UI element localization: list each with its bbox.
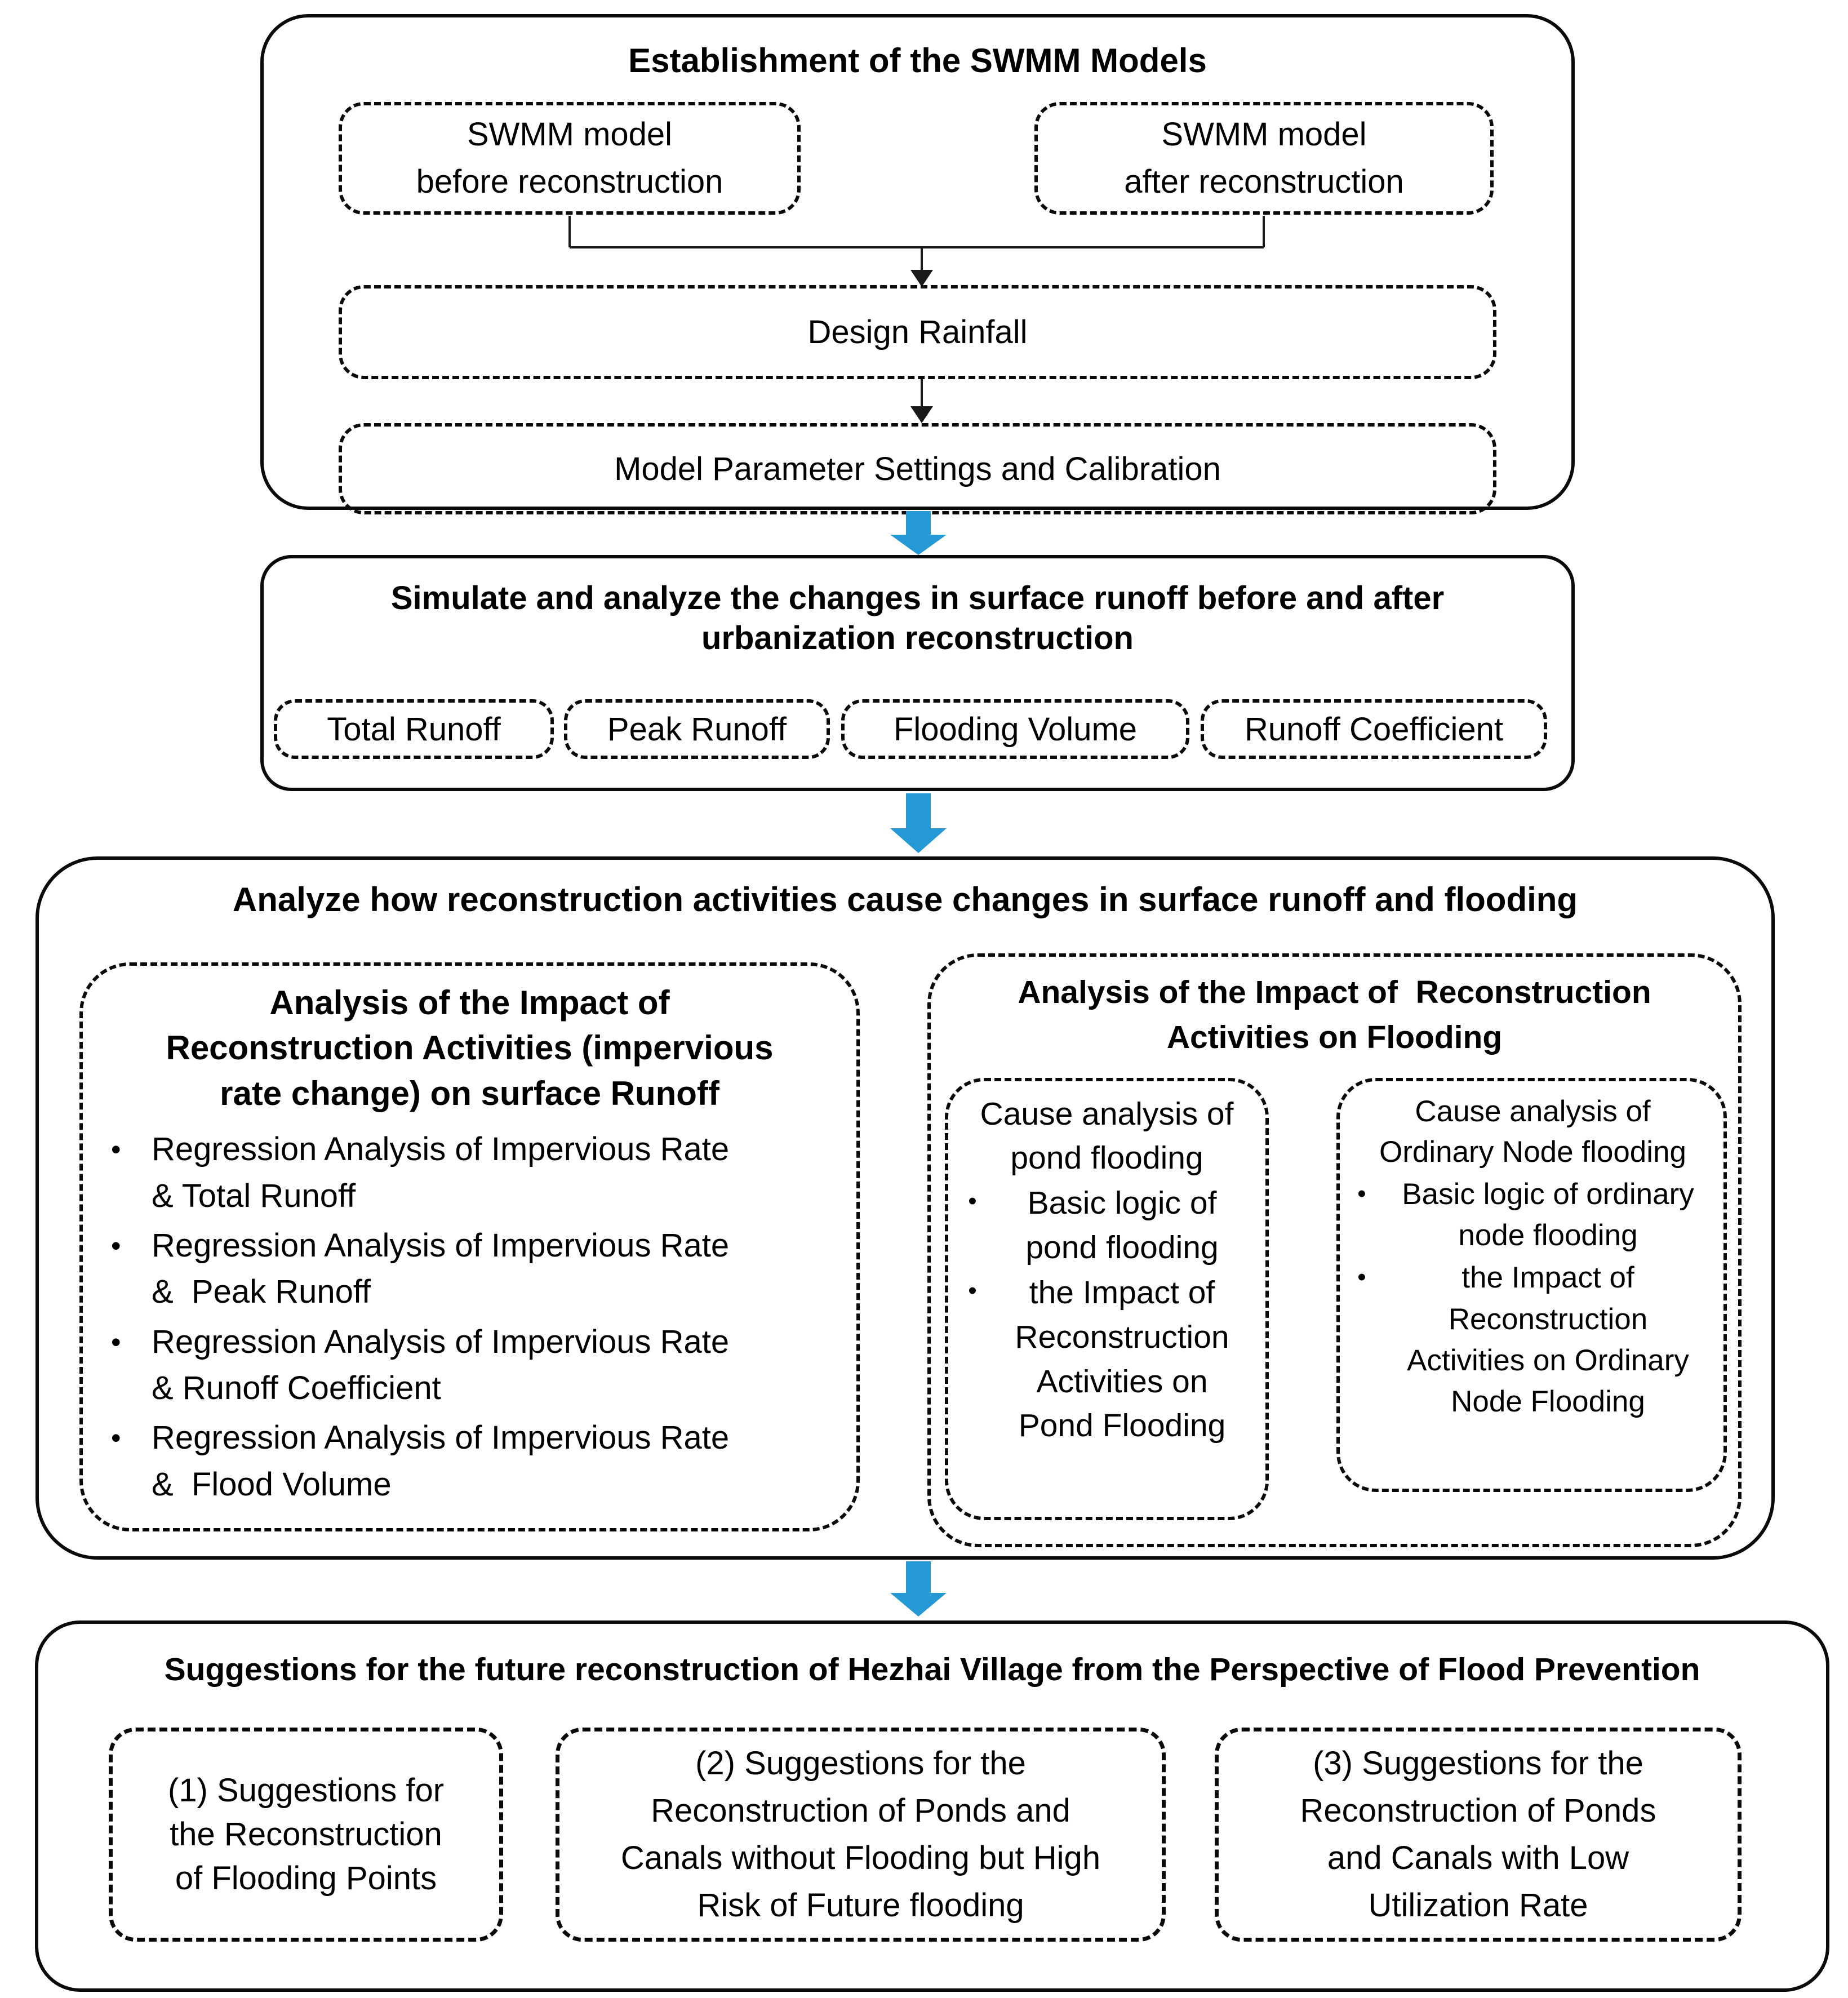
arrow-head — [890, 828, 947, 853]
box-runoff-coefficient: Runoff Coefficient — [1201, 699, 1547, 759]
arrowhead-to-params-icon — [910, 406, 933, 423]
arrow-stem — [906, 511, 931, 535]
box-suggestion-3: (3) Suggestions for the Reconstruction o… — [1215, 1728, 1742, 1942]
section-suggestions: Suggestions for the future reconstructio… — [35, 1620, 1829, 1992]
box-suggestion-2: (2) Suggestions for the Reconstruction o… — [556, 1728, 1166, 1942]
list-item: • Basic logic of pond flooding — [956, 1181, 1258, 1269]
box-impact-on-flooding-title: Analysis of the Impact of Reconstruction… — [1018, 974, 1651, 1055]
box-runoff-coefficient-label: Runoff Coefficient — [1245, 711, 1503, 748]
section-swmm-establishment: Establishment of the SWMM Models SWMM mo… — [260, 14, 1575, 514]
box-swmm-before: SWMM model before reconstruction — [339, 102, 801, 215]
list-item-text: Basic logic of pond flooding — [1025, 1185, 1219, 1266]
box-swmm-after: SWMM model after reconstruction — [1034, 102, 1494, 215]
flow-down-arrow-2-icon — [890, 793, 947, 853]
arrow-head — [890, 1593, 947, 1617]
box-design-rainfall: Design Rainfall — [339, 285, 1496, 379]
box-pond-flooding-title: Cause analysis of pond flooding — [980, 1096, 1234, 1176]
list-item: • Regression Analysis of Impervious Rate… — [111, 1126, 845, 1219]
box-design-rainfall-label: Design Rainfall — [807, 314, 1028, 350]
list-item: • Basic logic of ordinary node flooding — [1345, 1174, 1720, 1256]
box-suggestion-1: (1) Suggestions for the Reconstruction o… — [109, 1728, 503, 1942]
box-swmm-after-label: SWMM model after reconstruction — [1124, 116, 1404, 200]
bullet-icon: • — [1357, 1263, 1366, 1291]
box-flooding-volume: Flooding Volume — [841, 699, 1189, 759]
list-item-text: Regression Analysis of Impervious Rate &… — [152, 1323, 730, 1406]
flow-down-arrow-1-icon — [890, 511, 947, 555]
box-suggestion-3-label: (3) Suggestions for the Reconstruction o… — [1300, 1744, 1656, 1924]
bullet-icon: • — [111, 1326, 121, 1358]
list-item: • the Impact of Reconstruction Activitie… — [956, 1271, 1258, 1448]
section1-title: Establishment of the SWMM Models — [628, 42, 1207, 79]
section4-title: Suggestions for the future reconstructio… — [164, 1651, 1700, 1688]
bullet-icon: • — [968, 1187, 977, 1215]
list-item-text: the Impact of Reconstruction Activities … — [1407, 1261, 1689, 1418]
box-flooding-volume-label: Flooding Volume — [893, 711, 1138, 748]
bullet-icon: • — [111, 1422, 121, 1454]
flow-down-arrow-3-icon — [890, 1561, 947, 1617]
bullet-icon: • — [111, 1134, 121, 1166]
box-ordinary-node-flooding: Cause analysis of Ordinary Node flooding… — [1336, 1078, 1727, 1492]
arrow-stem — [906, 1561, 931, 1593]
list-item: • Regression Analysis of Impervious Rate… — [111, 1223, 845, 1316]
list-item-text: Regression Analysis of Impervious Rate &… — [152, 1131, 730, 1214]
box-total-runoff-label: Total Runoff — [327, 711, 501, 748]
arrow-head — [890, 535, 947, 555]
box-model-parameters: Model Parameter Settings and Calibration — [339, 423, 1496, 514]
section3-title: Analyze how reconstruction activities ca… — [232, 881, 1578, 918]
box-model-parameters-label: Model Parameter Settings and Calibration — [614, 450, 1221, 487]
list-item: • Regression Analysis of Impervious Rate… — [111, 1415, 845, 1508]
box-pond-flooding: Cause analysis of pond flooding • Basic … — [945, 1078, 1269, 1520]
section-cause-analysis: Analyze how reconstruction activities ca… — [35, 856, 1775, 1560]
bullet-icon: • — [111, 1229, 121, 1262]
box-total-runoff: Total Runoff — [274, 699, 554, 759]
bullet-icon: • — [968, 1277, 977, 1305]
section2-title: Simulate and analyze the changes in surf… — [390, 580, 1445, 656]
section-simulate-analyze: Simulate and analyze the changes in surf… — [260, 555, 1575, 791]
list-item-text: Regression Analysis of Impervious Rate &… — [152, 1419, 730, 1503]
box-impact-on-runoff-title: Analysis of the Impact of Reconstruction… — [166, 984, 774, 1112]
box-suggestion-1-label: (1) Suggestions for the Reconstruction o… — [167, 1771, 445, 1897]
box-suggestion-2-label: (2) Suggestions for the Reconstruction o… — [620, 1744, 1101, 1924]
box-impact-on-flooding: Analysis of the Impact of Reconstruction… — [927, 953, 1742, 1547]
list-item: • Regression Analysis of Impervious Rate… — [111, 1319, 845, 1412]
runoff-bullet-list: • Regression Analysis of Impervious Rate… — [94, 1126, 845, 1508]
list-item-text: the Impact of Reconstruction Activities … — [1015, 1275, 1229, 1444]
arrow-stem — [906, 793, 931, 828]
list-item-text: Basic logic of ordinary node flooding — [1402, 1178, 1694, 1253]
box-peak-runoff: Peak Runoff — [564, 699, 830, 759]
arrowhead-to-design-icon — [910, 270, 933, 287]
box-impact-on-runoff: Analysis of the Impact of Reconstruction… — [79, 962, 860, 1531]
list-item-text: Regression Analysis of Impervious Rate &… — [152, 1227, 730, 1311]
bullet-icon: • — [1357, 1180, 1366, 1208]
box-peak-runoff-label: Peak Runoff — [607, 711, 787, 748]
list-item: • the Impact of Reconstruction Activitie… — [1345, 1257, 1720, 1422]
box-swmm-before-label: SWMM model before reconstruction — [416, 116, 723, 200]
box-ordinary-node-flooding-title: Cause analysis of Ordinary Node flooding — [1379, 1095, 1687, 1169]
